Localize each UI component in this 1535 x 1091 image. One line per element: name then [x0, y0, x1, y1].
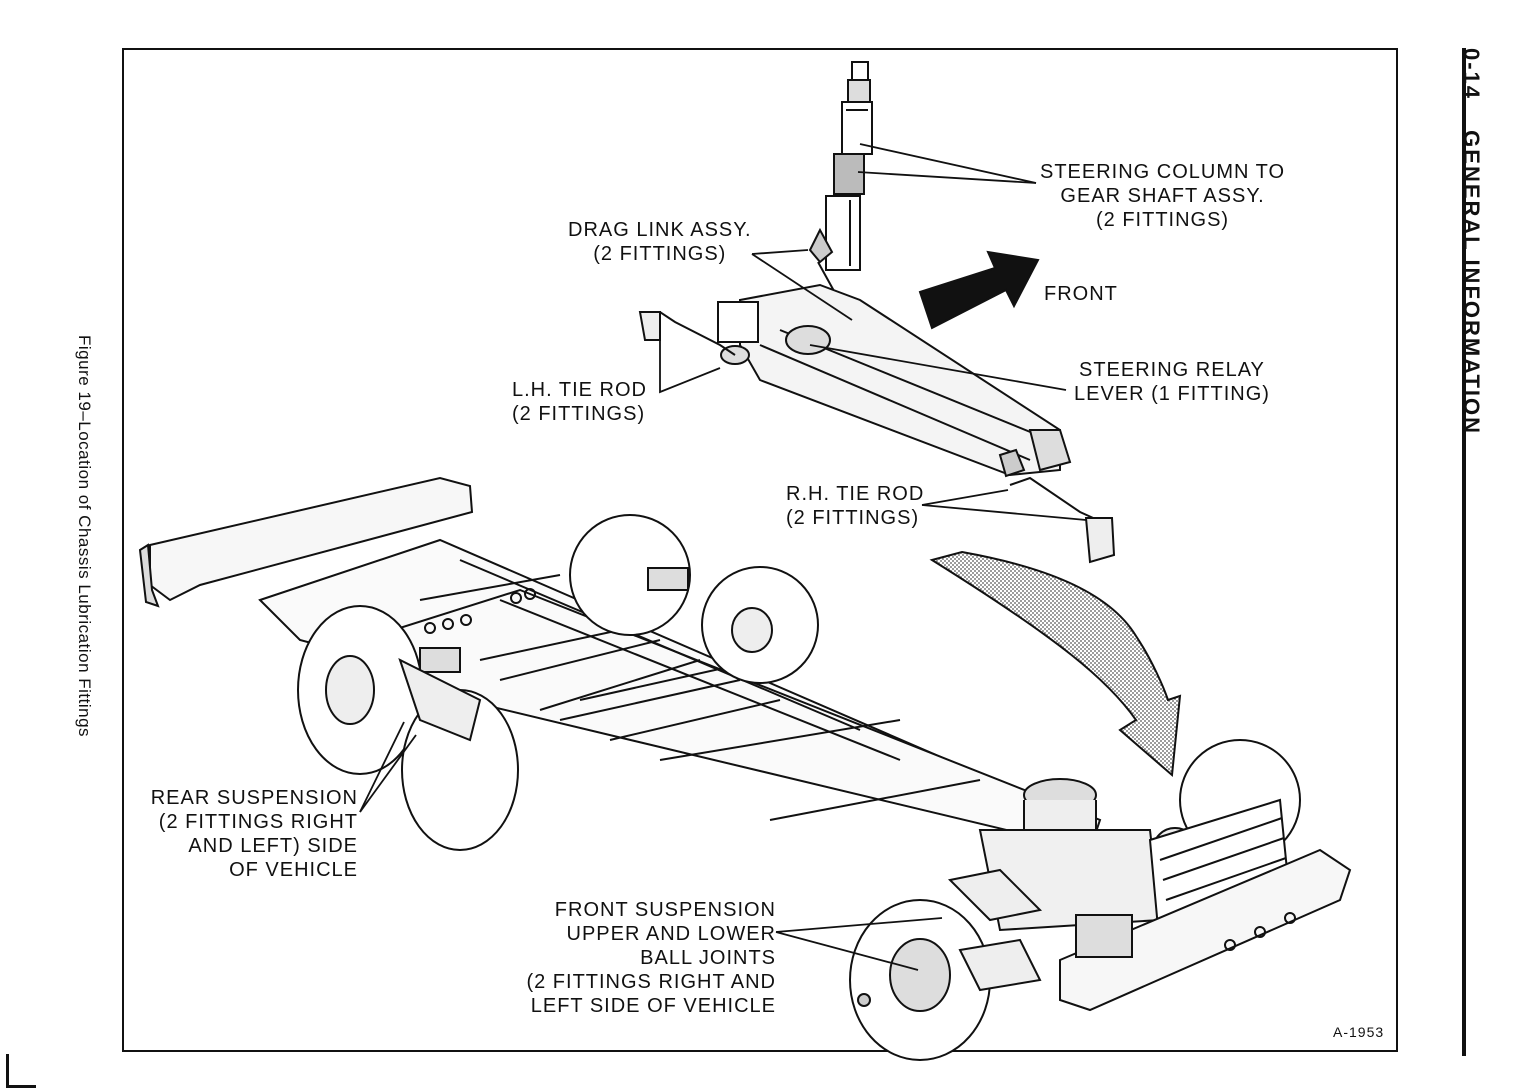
label-line: OF VEHICLE [229, 859, 358, 881]
label-line: (2 FITTINGS RIGHT AND [526, 971, 776, 993]
label-line: REAR SUSPENSION [150, 787, 358, 809]
figure-id: A-1953 [1333, 1024, 1385, 1040]
chassis-frame-drawing [138, 476, 1352, 1061]
label-line: (2 FITTINGS) [786, 507, 920, 529]
label-line: STEERING RELAY [1079, 359, 1265, 381]
label-front: FRONT [1044, 282, 1118, 306]
label-line: FRONT SUSPENSION [554, 899, 776, 921]
label-line: (2 FITTINGS) [512, 403, 646, 425]
label-line: BALL JOINTS [640, 947, 776, 969]
label-line: LEVER (1 FITTING) [1074, 383, 1270, 405]
label-steering-relay: STEERING RELAY LEVER (1 FITTING) [1074, 358, 1270, 406]
corner-mark [6, 1054, 36, 1088]
label-steering-column: STEERING COLUMN TO GEAR SHAFT ASSY. (2 F… [1040, 160, 1285, 232]
label-line: LEFT SIDE OF VEHICLE [530, 995, 776, 1017]
front-arrow [918, 250, 1040, 330]
header-rule [1462, 48, 1466, 1056]
figure-caption: Figure 19–Location of Chassis Lubricatio… [75, 335, 94, 738]
label-line: AND LEFT) SIDE [188, 835, 358, 857]
figure-frame [122, 48, 1398, 1052]
label-line: (2 FITTINGS RIGHT [158, 811, 358, 833]
label-line: DRAG LINK ASSY. [568, 219, 752, 241]
label-line: (2 FITTINGS) [1095, 209, 1230, 231]
label-drag-link: DRAG LINK ASSY. (2 FITTINGS) [568, 218, 752, 266]
label-line: FRONT [1044, 283, 1118, 305]
label-rear-suspension: REAR SUSPENSION (2 FITTINGS RIGHT AND LE… [146, 786, 358, 882]
leader-lines [359, 143, 1087, 971]
label-line: GEAR SHAFT ASSY. [1060, 185, 1265, 207]
label-rh-tie-rod: R.H. TIE ROD (2 FITTINGS) [786, 482, 924, 530]
label-line: L.H. TIE ROD [512, 379, 647, 401]
front-axle-drawing [638, 283, 1116, 564]
steering-column-drawing [808, 61, 873, 331]
label-line: UPPER AND LOWER [566, 923, 776, 945]
label-line: R.H. TIE ROD [786, 483, 925, 505]
detail-callout-arrow [929, 550, 1182, 778]
label-lh-tie-rod: L.H. TIE ROD (2 FITTINGS) [512, 378, 647, 426]
label-front-suspension: FRONT SUSPENSION UPPER AND LOWER BALL JO… [520, 898, 776, 1018]
label-line: (2 FITTINGS) [593, 243, 727, 265]
label-line: STEERING COLUMN TO [1040, 161, 1286, 183]
